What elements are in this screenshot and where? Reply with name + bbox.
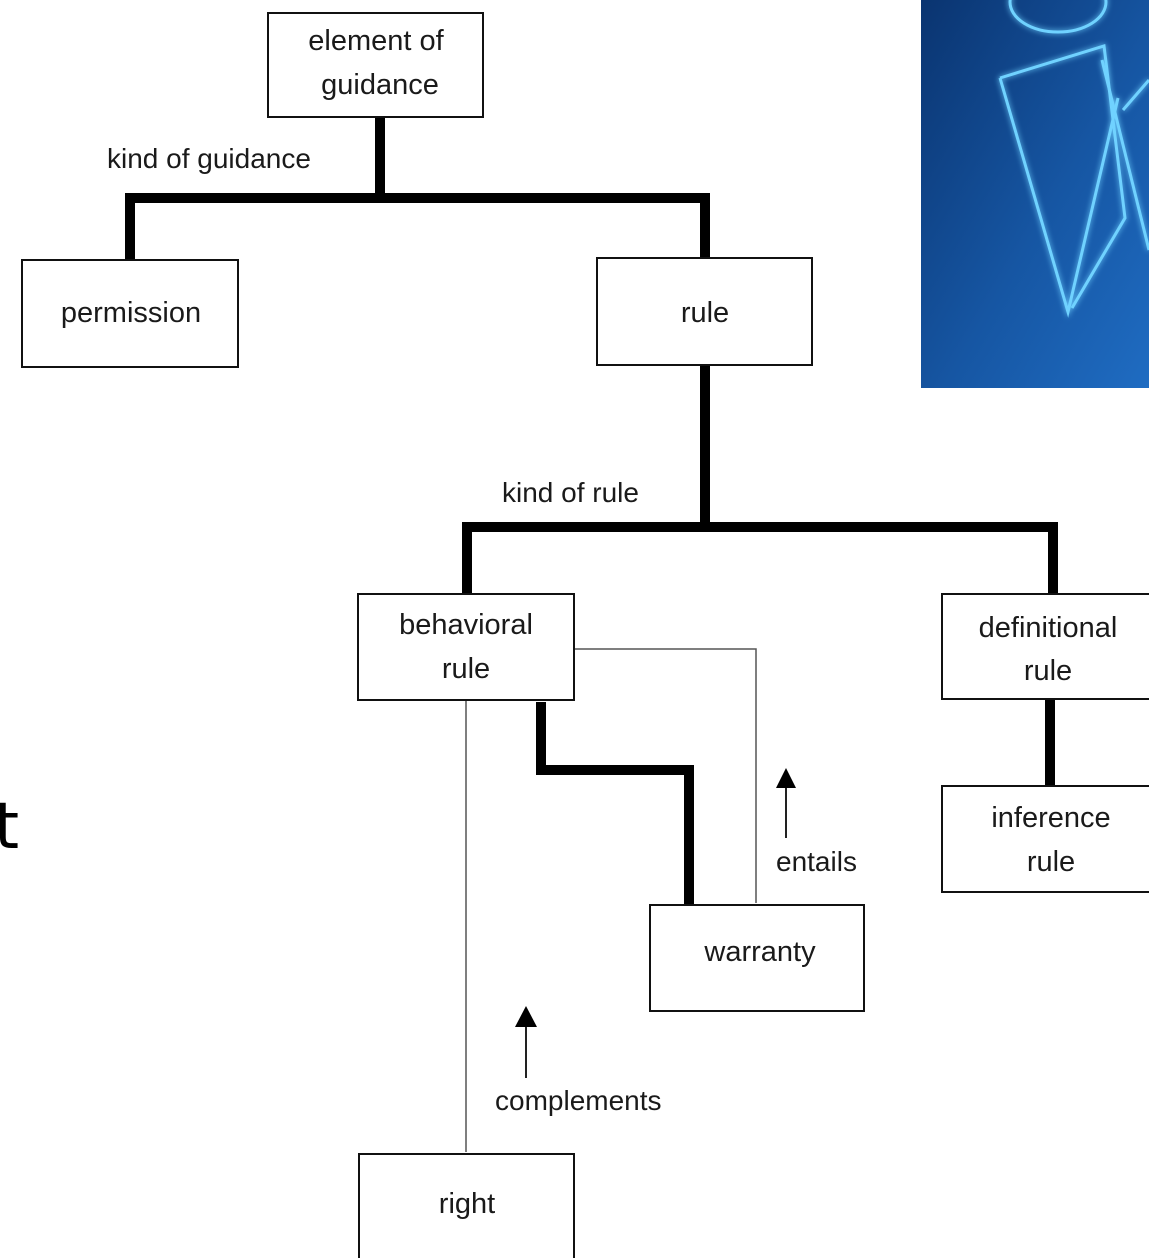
node-label-line: behavioral (399, 609, 533, 641)
node-inference-rule: inference rule (941, 785, 1149, 893)
relationship-lines (465, 648, 757, 1152)
node-label-line: rule (681, 297, 729, 329)
hierarchy-connectors (125, 113, 1058, 906)
entails-arrow (776, 768, 796, 838)
node-permission: permission (21, 259, 239, 368)
node-label-line: guidance (321, 69, 439, 101)
node-label-line: warranty (703, 936, 816, 968)
node-right: right (358, 1153, 575, 1258)
side-text: t (0, 790, 19, 864)
node-label-line: rule (442, 653, 490, 685)
node-label-line: right (439, 1188, 495, 1220)
node-label-line: rule (1027, 846, 1075, 878)
edge-label-entails: entails (776, 846, 857, 877)
node-definitional-rule: definitional rule (941, 593, 1149, 700)
neon-figure-logo (921, 0, 1149, 388)
complements-arrow (515, 1006, 537, 1078)
node-warranty: warranty (649, 904, 865, 1012)
node-label-line: element of (308, 25, 444, 57)
node-behavioral-rule: behavioral rule (357, 593, 575, 701)
node-rule: rule (596, 257, 813, 366)
edge-label-kind-of-guidance: kind of guidance (107, 143, 311, 174)
edge-label-complements: complements (495, 1085, 662, 1116)
node-label-line: inference (991, 802, 1110, 834)
node-label-line: definitional (979, 612, 1118, 644)
edge-label-kind-of-rule: kind of rule (502, 477, 639, 508)
node-label-line: permission (61, 297, 201, 329)
node-element-of-guidance: element of guidance (267, 12, 484, 118)
node-label-line: rule (1024, 655, 1072, 687)
